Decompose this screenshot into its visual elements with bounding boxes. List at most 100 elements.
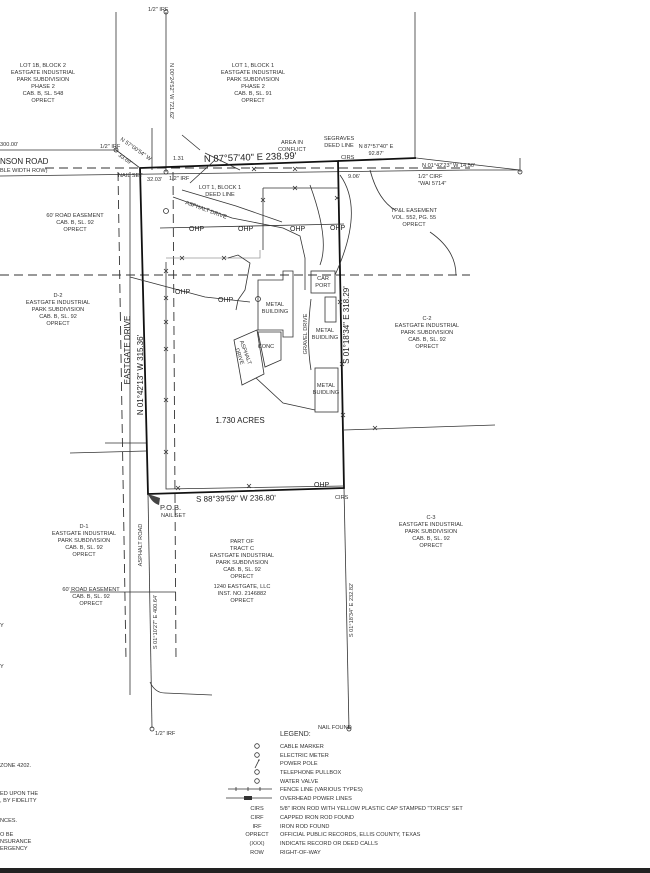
svg-text:PARK SUBDIVISION: PARK SUBDIVISION: [17, 77, 69, 83]
svg-text:ROW: ROW: [250, 850, 264, 856]
svg-text:ZONE 4202.: ZONE 4202.: [0, 763, 32, 769]
svg-text:METAL: METAL: [317, 383, 335, 389]
nail-found-icon: [346, 726, 352, 732]
svg-text:1/2" IRF: 1/2" IRF: [169, 176, 190, 182]
svg-text:ASPHALT DRIVE: ASPHALT DRIVE: [184, 200, 227, 221]
svg-text:OHP: OHP: [218, 297, 234, 304]
svg-text:WATER VALVE: WATER VALVE: [280, 779, 319, 785]
svg-text:PARK SUBDIVISION: PARK SUBDIVISION: [32, 307, 84, 313]
svg-text:PHASE 2: PHASE 2: [31, 84, 55, 90]
svg-text:POWER POLE: POWER POLE: [280, 761, 318, 767]
water-valve-icon: [254, 778, 260, 784]
svg-text:ERGENCY: ERGENCY: [0, 846, 28, 852]
svg-text:1/2" IRF: 1/2" IRF: [155, 731, 176, 737]
svg-text:ED UPON THE: ED UPON THE: [0, 791, 38, 797]
svg-text:LOT 1, BLOCK 1: LOT 1, BLOCK 1: [232, 63, 274, 69]
svg-text:TRACT C: TRACT C: [230, 546, 254, 552]
svg-text:S 01°18'34" E 232.82': S 01°18'34" E 232.82': [349, 583, 355, 637]
svg-text:OHP: OHP: [290, 226, 306, 233]
svg-text:CIRS: CIRS: [341, 155, 355, 161]
svg-text:, BY FIDELITY: , BY FIDELITY: [0, 798, 37, 804]
fence-line-icon: [228, 787, 272, 791]
svg-text:PARK SUBDIVISION: PARK SUBDIVISION: [401, 330, 453, 336]
svg-text:BUIDLING: BUIDLING: [312, 335, 338, 341]
electric-meter-icon: [255, 296, 261, 302]
svg-text:1/2" IRF: 1/2" IRF: [100, 144, 121, 150]
svg-text:OHP: OHP: [330, 225, 346, 232]
svg-text:DEED LINE: DEED LINE: [324, 143, 354, 149]
svg-text:OPRECT: OPRECT: [245, 832, 269, 838]
svg-text:C-3: C-3: [426, 515, 435, 521]
svg-text:EASTGATE INDUSTRIAL: EASTGATE INDUSTRIAL: [395, 323, 459, 329]
svg-text:TP&L EASEMENT: TP&L EASEMENT: [391, 208, 438, 214]
svg-text:BLE WIDTH ROW): BLE WIDTH ROW): [0, 168, 48, 174]
svg-text:OPRECT: OPRECT: [230, 598, 254, 604]
svg-text:1/2" CIRF: 1/2" CIRF: [418, 174, 443, 180]
svg-text:CAB. B, SL. 548: CAB. B, SL. 548: [23, 91, 64, 97]
svg-text:PARK SUBDIVISION: PARK SUBDIVISION: [405, 529, 457, 535]
svg-text:INST. NO. 2146882: INST. NO. 2146882: [218, 591, 267, 597]
svg-text:CAB. B, SL. 91: CAB. B, SL. 91: [234, 91, 272, 97]
svg-text:OPRECT: OPRECT: [402, 222, 426, 228]
svg-text:TELEPHONE PULLBOX: TELEPHONE PULLBOX: [280, 770, 342, 776]
svg-text:OPRECT: OPRECT: [419, 543, 443, 549]
svg-text:1240 EASTGATE, LLC: 1240 EASTGATE, LLC: [214, 584, 271, 590]
irf-left-icon: [113, 147, 119, 153]
svg-text:EASTGATE INDUSTRIAL: EASTGATE INDUSTRIAL: [210, 553, 274, 559]
svg-text:CONFLICT: CONFLICT: [278, 147, 307, 153]
svg-text:NSURANCE: NSURANCE: [0, 839, 32, 845]
svg-text:33.69': 33.69': [117, 153, 133, 167]
svg-text:CABLE MARKER: CABLE MARKER: [280, 744, 324, 750]
svg-text:EASTGATE DRIVE: EASTGATE DRIVE: [123, 316, 132, 385]
svg-text:CAB. B, SL. 92: CAB. B, SL. 92: [39, 314, 77, 320]
svg-text:EASTGATE INDUSTRIAL: EASTGATE INDUSTRIAL: [399, 522, 463, 528]
svg-text:D-1: D-1: [79, 524, 88, 530]
svg-text:N 00°24'52" W 721.62': N 00°24'52" W 721.62': [168, 63, 174, 119]
svg-text:5/8" IRON ROD WITH YELLOW PLA: 5/8" IRON ROD WITH YELLOW PLASTIC CAP ST…: [280, 806, 463, 812]
svg-text:AREA IN: AREA IN: [281, 140, 303, 146]
svg-text:NSON ROAD: NSON ROAD: [0, 157, 49, 166]
svg-text:OFFICIAL PUBLIC RECORDS, ELLIS: OFFICIAL PUBLIC RECORDS, ELLIS COUNTY, T…: [280, 832, 421, 838]
svg-text:NCES.: NCES.: [0, 818, 18, 824]
svg-text:IRON ROD FOUND: IRON ROD FOUND: [280, 824, 329, 830]
svg-text:CAR: CAR: [317, 276, 329, 282]
svg-text:300.00': 300.00': [0, 142, 18, 148]
survey-labels: 1/2" IRF 1/2" IRF 300.00' NSON ROAD BLE …: [0, 7, 475, 737]
cirf-icon: [517, 169, 523, 175]
svg-text:CAB. B, SL. 92: CAB. B, SL. 92: [65, 545, 103, 551]
svg-text:N 87°57'40" E: N 87°57'40" E: [359, 144, 394, 150]
svg-text:60' ROAD EASEMENT: 60' ROAD EASEMENT: [46, 213, 104, 219]
svg-text:1.730 ACRES: 1.730 ACRES: [215, 416, 264, 425]
svg-text:ASPHALT ROAD: ASPHALT ROAD: [138, 524, 144, 567]
svg-text:OPRECT: OPRECT: [241, 98, 265, 104]
irf-top-icon: [163, 9, 169, 15]
svg-text:EASTGATE INDUSTRIAL: EASTGATE INDUSTRIAL: [52, 531, 116, 537]
linework: [0, 9, 523, 732]
svg-text:FENCE LINE (VARIOUS TYPES): FENCE LINE (VARIOUS TYPES): [280, 787, 363, 793]
svg-text:1/2" IRF: 1/2" IRF: [148, 7, 169, 13]
svg-text:CAB. B, SL. 92: CAB. B, SL. 92: [412, 536, 450, 542]
overhead-power-icon: [226, 796, 272, 800]
svg-text:DRIVE: DRIVE: [233, 348, 245, 366]
svg-text:NAIL SET: NAIL SET: [161, 513, 186, 519]
svg-text:C-2: C-2: [422, 316, 431, 322]
svg-text:32.03': 32.03': [147, 177, 162, 183]
svg-text:1.31: 1.31: [173, 156, 184, 162]
svg-text:CIRS: CIRS: [335, 495, 349, 501]
svg-text:N 01°42'13" W 315.36': N 01°42'13" W 315.36': [136, 334, 145, 415]
svg-text:PARK SUBDIVISION: PARK SUBDIVISION: [216, 560, 268, 566]
svg-text:OPRECT: OPRECT: [63, 227, 87, 233]
svg-text:OPRECT: OPRECT: [46, 321, 70, 327]
svg-text:P.O.B.: P.O.B.: [160, 503, 181, 512]
svg-text:OPRECT: OPRECT: [79, 601, 103, 607]
svg-text:Y: Y: [0, 623, 4, 629]
svg-text:EASTGATE INDUSTRIAL: EASTGATE INDUSTRIAL: [221, 70, 285, 76]
fence-x-marks: [163, 166, 378, 491]
